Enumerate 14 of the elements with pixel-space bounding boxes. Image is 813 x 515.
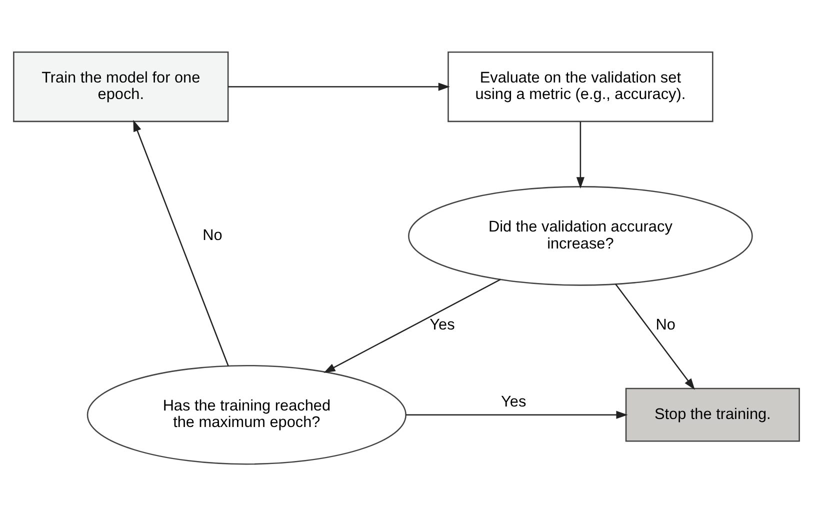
- node-ellipse: Did the validation accuracy increase?: [408, 186, 753, 286]
- arrow: [324, 278, 501, 372]
- node-box: Stop the training.: [625, 387, 800, 442]
- edge-label: Yes: [501, 393, 526, 410]
- node-box: Train the model for one epoch.: [13, 51, 229, 122]
- edge-label: No: [202, 226, 222, 244]
- arrow: [406, 410, 628, 418]
- arrow: [228, 82, 450, 90]
- node-box: Evaluate on the validation set using a metric (e.g., accuracy).: [448, 51, 714, 122]
- arrow: [576, 121, 584, 188]
- edge-label: Yes: [430, 316, 455, 333]
- arrow: [133, 119, 229, 366]
- arrow: [615, 283, 695, 390]
- edge-label: No: [656, 316, 676, 333]
